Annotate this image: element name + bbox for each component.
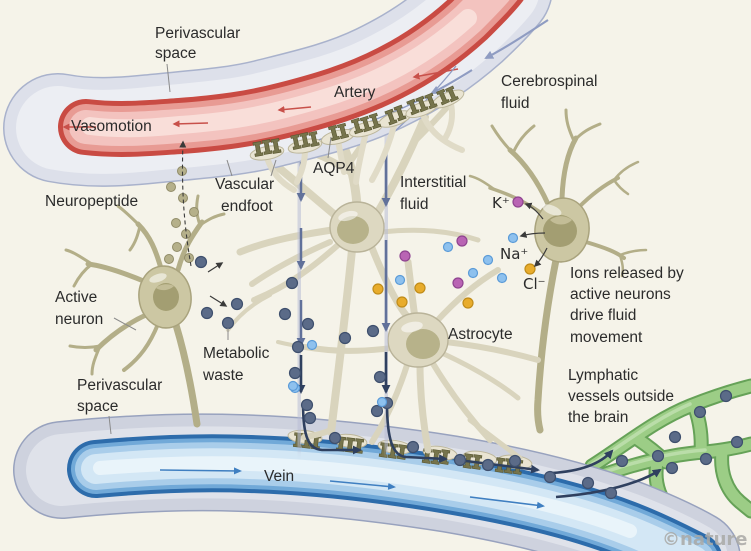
label-ions-note: Ions released by [570, 265, 684, 282]
label-interstitial-fluid: Interstitial [400, 174, 466, 191]
label-lymphatic-vessels-2: vessels outside [568, 388, 674, 405]
label-artery: Artery [334, 84, 376, 101]
label-active-neuron-2: neuron [55, 311, 103, 328]
label-potassium-ion: K⁺ [492, 194, 510, 212]
label-vein: Vein [264, 468, 294, 485]
label-vascular-endfoot: Vascular [215, 176, 274, 193]
nature-watermark: ©nature [662, 529, 747, 550]
neuron-right [468, 108, 648, 434]
label-metabolic-waste-2: waste [202, 367, 244, 384]
waste-outflow-arrows [296, 352, 662, 499]
label-cerebrospinal-fluid-2: fluid [501, 95, 529, 112]
label-interstitial-fluid-2: fluid [400, 196, 428, 213]
label-ions-note-2: active neurons [570, 286, 671, 303]
label-vascular-endfoot-2: endfoot [221, 198, 273, 215]
label-ions-note-3: drive fluid [570, 307, 636, 324]
release-arrows [207, 202, 548, 307]
label-perivascular-space-top: Perivascular [155, 25, 240, 42]
label-sodium-ion: Na⁺ [500, 245, 528, 263]
label-perivascular-space-bottom-2: space [77, 398, 118, 415]
label-cerebrospinal-fluid: Cerebrospinal [501, 73, 598, 90]
vein-flow-arrows [159, 467, 545, 509]
label-perivascular-space-top-2: space [155, 45, 196, 62]
label-vasomotion: Vasomotion [71, 118, 152, 135]
label-metabolic-waste: Metabolic [203, 345, 270, 362]
label-neuropeptide: Neuropeptide [45, 193, 138, 210]
active-neuron-left [64, 194, 226, 428]
vasomotion-arrows [62, 68, 459, 131]
sodium-ion-dots [287, 232, 519, 408]
metabolic-waste-dots [194, 255, 744, 500]
label-chloride-ion: Cl⁻ [523, 275, 546, 293]
labels: Perivascular space Vasomotion Artery Cer… [45, 25, 747, 550]
label-pointer-lines [108, 63, 332, 435]
label-aqp4: AQP4 [313, 160, 355, 177]
label-ions-note-4: movement [570, 329, 643, 346]
label-active-neuron: Active [55, 289, 97, 306]
chloride-ion-dots [372, 263, 536, 309]
fluid-column-arrows [296, 145, 391, 347]
label-perivascular-space-bottom: Perivascular [77, 377, 162, 394]
vein-vessel [13, 413, 740, 551]
label-lymphatic-vessels: Lymphatic [568, 367, 638, 384]
artery-vessel [3, 0, 552, 187]
neuropeptide-signal-arrow [179, 140, 192, 267]
potassium-ion-dots [399, 196, 524, 289]
label-lymphatic-vessels-3: the brain [568, 409, 628, 426]
label-astrocyte: Astrocyte [448, 326, 513, 343]
